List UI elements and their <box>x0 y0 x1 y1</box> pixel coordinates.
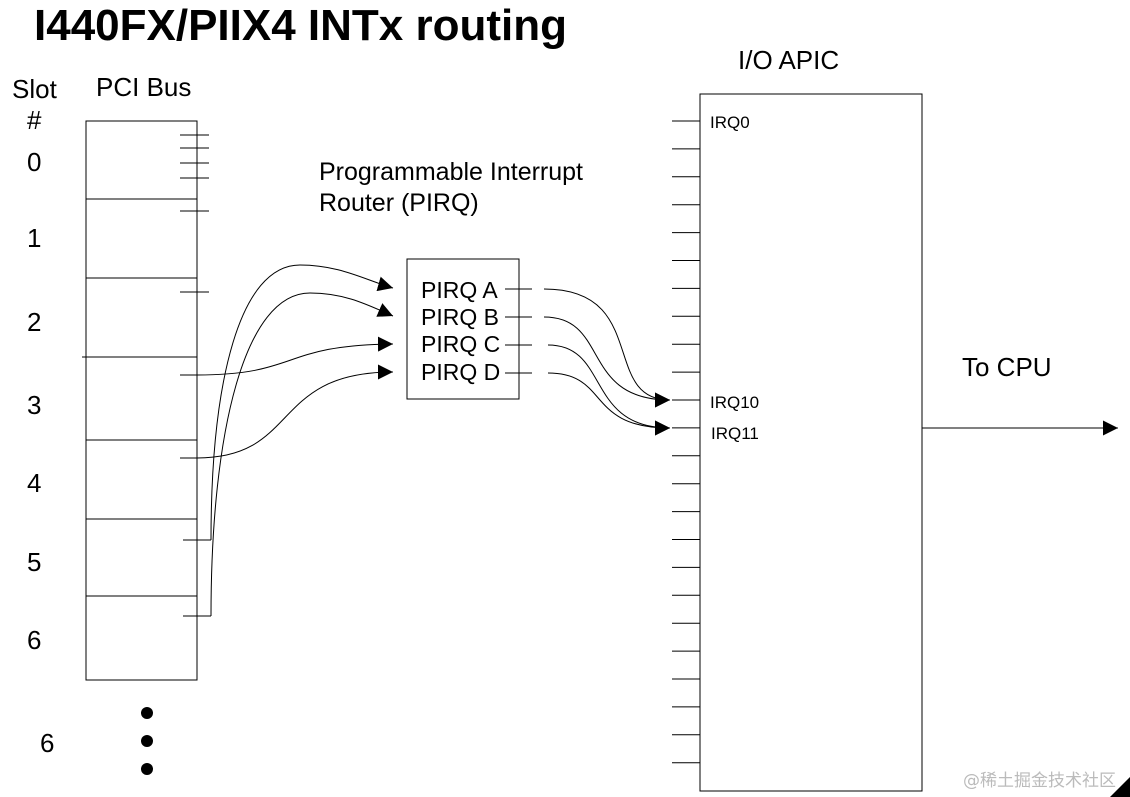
ellipsis-dots <box>141 707 153 775</box>
pci-bus-box <box>82 120 198 681</box>
pirq-b-label: PIRQ B <box>421 304 499 330</box>
irq0-label: IRQ0 <box>710 113 750 132</box>
slot-number-1: 1 <box>27 223 41 253</box>
corner-mark <box>1110 777 1130 797</box>
page-title: I440FX/PIIX4 INTx routing <box>34 1 567 50</box>
irq11-label: IRQ11 <box>711 424 759 443</box>
slot-number-4: 4 <box>27 468 41 498</box>
pirq-c-label: PIRQ C <box>421 331 500 357</box>
slot-number-6: 6 <box>27 625 41 655</box>
ioapic-box <box>699 93 923 792</box>
router-label-line2: Router (PIRQ) <box>319 189 479 217</box>
pci-bus-label: PCI Bus <box>96 72 191 102</box>
pci-intx-pins <box>180 134 211 617</box>
watermark: @稀土掘金技术社区 <box>963 771 1116 791</box>
slot-number-5: 5 <box>27 547 41 577</box>
pirq-d-label: PIRQ D <box>421 359 500 385</box>
slot-number-header: # <box>27 105 42 135</box>
slot-header: Slot <box>12 74 58 104</box>
to-cpu-label: To CPU <box>962 352 1052 382</box>
ioapic-label: I/O APIC <box>738 45 839 75</box>
pirq-a-label: PIRQ A <box>421 277 498 303</box>
slot-number-2: 2 <box>27 307 41 337</box>
pci-to-pirq-wires <box>196 264 394 617</box>
slot-number-3: 3 <box>27 390 41 420</box>
irq10-label: IRQ10 <box>710 393 759 412</box>
pirq-output-pins <box>505 288 532 374</box>
slot-number-0: 0 <box>27 147 41 177</box>
pirq-to-ioapic-wires <box>543 288 671 436</box>
router-label: Programmable Interrupt <box>319 158 583 186</box>
ioapic-input-pins <box>672 120 700 764</box>
slot-number-extra: 6 <box>40 728 54 758</box>
pirq-box <box>406 258 520 400</box>
